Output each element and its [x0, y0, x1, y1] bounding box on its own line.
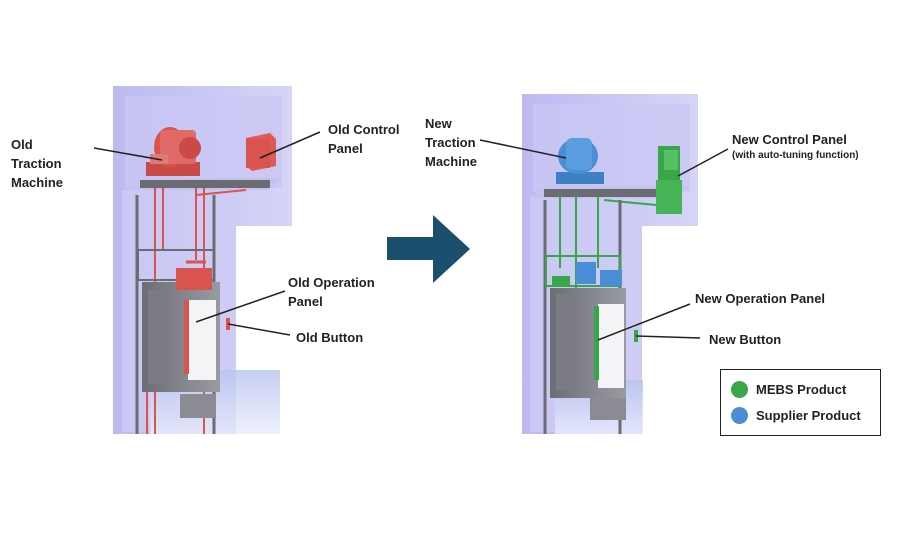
legend-label-mebs: MEBS Product — [756, 381, 847, 397]
old-operation-panel-label: Old Operation Panel — [288, 275, 375, 309]
old-elevator-illustration — [113, 86, 292, 434]
new-button-label: New Button — [709, 332, 782, 347]
old-control-panel-cabinet — [246, 133, 276, 171]
legend: MEBS Product Supplier Product — [720, 369, 881, 436]
leader-lines — [93, 131, 729, 341]
new-machine-beam — [544, 189, 674, 197]
legend-swatch-supplier — [731, 406, 748, 424]
old-operation-panel-shape — [184, 300, 189, 374]
legend-item-supplier: Supplier Product — [731, 405, 861, 425]
old-machine-beam — [140, 180, 270, 188]
old-traction-machine — [146, 127, 201, 176]
new-control-wire — [603, 199, 657, 206]
legend-swatch-mebs — [731, 380, 748, 398]
new-elevator-car — [545, 255, 626, 398]
new-operation-panel-label: New Operation Panel — [695, 291, 826, 306]
new-traction-machine-label: New Traction Machine — [425, 116, 478, 169]
old-control-panel-label: Old Control Panel — [328, 122, 400, 156]
new-control-panel-title: New Control Panel — [732, 132, 847, 147]
old-traction-machine-label: Old Traction Machine — [11, 137, 64, 190]
transition-arrow — [387, 215, 470, 283]
new-control-panel-cabinet — [656, 146, 682, 214]
old-button-label: Old Button — [296, 330, 364, 345]
legend-item-mebs: MEBS Product — [731, 379, 846, 399]
new-control-panel-note: (with auto-tuning function) — [732, 150, 859, 161]
new-elevator-illustration — [522, 94, 698, 434]
old-door-base — [180, 394, 216, 418]
legend-label-supplier: Supplier Product — [756, 407, 861, 423]
new-control-panel-label: New Control Panel (with auto-tuning func… — [732, 130, 859, 163]
new-door-base — [590, 398, 626, 420]
new-traction-machine — [556, 138, 604, 184]
new-operation-panel-shape — [594, 306, 599, 380]
old-elevator-car — [137, 249, 220, 392]
